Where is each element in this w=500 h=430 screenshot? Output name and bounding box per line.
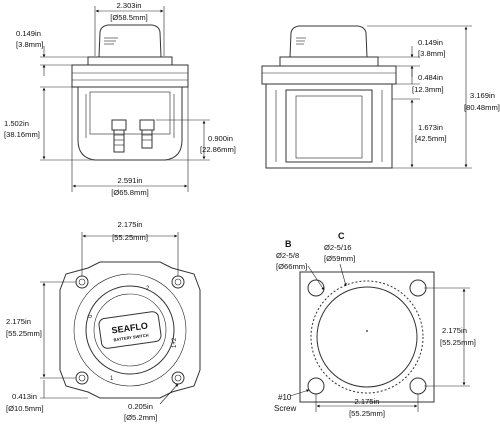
side-knob	[289, 25, 368, 58]
front-body	[77, 86, 183, 161]
front-width-bottom-in: 2.591in	[118, 176, 143, 185]
front-knob-height-mm: [3.8mm]	[16, 40, 43, 49]
top-height-in: 2.175in	[6, 317, 31, 326]
front-body-panel	[89, 91, 171, 135]
side-body-height-in: 1.673in	[418, 123, 443, 132]
brand-subtitle: BATTERY SWITCH	[113, 332, 149, 342]
front-knob-height-in: 0.149in	[16, 29, 41, 38]
screw-hole-icon	[307, 377, 325, 395]
screw-size-label: #10	[278, 393, 292, 402]
side-knob-height-in: 0.149in	[418, 38, 443, 47]
top-outline	[59, 261, 201, 399]
center-mark-icon	[366, 330, 368, 332]
mounting-hole-icon	[174, 374, 182, 382]
top-height-mm: [55.25mm]	[6, 329, 42, 338]
cutout-circle-c	[316, 286, 418, 388]
front-body-height-in: 1.502in	[4, 119, 29, 128]
mounting-hole-icon	[171, 275, 185, 289]
switch-position-label: 1+2	[172, 337, 178, 348]
cutout-circle-b	[310, 280, 424, 394]
top-mounting-ring	[73, 273, 187, 387]
side-total-height-in: 3.169in	[470, 91, 495, 100]
side-collar	[279, 56, 379, 67]
top-width-in: 2.175in	[118, 220, 143, 229]
cutout-view: B Ø2-5/8 [Ø66mm] C Ø2-5/16 [Ø59mm] 2.175…	[274, 231, 476, 418]
top-hole-dia-in: 0.205in	[128, 402, 153, 411]
screw-hole-icon	[409, 279, 427, 297]
mounting-hole-icon	[174, 278, 182, 286]
top-dial-inner	[93, 293, 167, 367]
cutout-width-mm: [55.25mm]	[349, 409, 385, 418]
top-dial-outer	[85, 285, 175, 375]
cutout-height-mm: [55.25mm]	[440, 338, 476, 347]
cutout-width-in: 2.175in	[355, 397, 380, 406]
side-total-height-mm: [80.48mm]	[464, 103, 500, 112]
leader-line	[159, 383, 179, 405]
cutout-dia-b-in: Ø2-5/8	[276, 251, 299, 260]
switch-position-label: 2	[146, 286, 150, 292]
front-flange	[71, 64, 189, 88]
front-knob	[98, 24, 162, 58]
front-body-height-mm: [38.16mm]	[4, 130, 40, 139]
cutout-dia-c-in: Ø2-5/16	[324, 243, 351, 252]
top-hole-offset-mm: [Ø10.5mm]	[6, 404, 44, 413]
side-bracket-inner	[295, 95, 363, 159]
side-flange-mm: [12.3mm]	[412, 85, 444, 94]
mounting-hole-icon	[75, 371, 89, 385]
side-view: 0.149in [3.8mm] 0.484in [12.3mm] 3.169in…	[261, 25, 500, 169]
top-view: SEAFLO BATTERY SWITCH 2 1+2 1 0 2.175in …	[6, 220, 201, 422]
top-hole-dia-mm: [Ø5.2mm]	[124, 413, 157, 422]
switch-position-label: 1	[110, 376, 114, 382]
switch-position-label: 0	[88, 314, 94, 318]
side-flange-in: 0.484in	[418, 73, 443, 82]
mounting-hole-icon	[78, 374, 86, 382]
front-stud-left	[111, 119, 127, 153]
side-flange	[261, 65, 397, 85]
top-width-mm: [55.25mm]	[112, 233, 148, 242]
screw-hole-icon	[409, 377, 427, 395]
front-collar	[87, 56, 173, 66]
front-stud-height-mm: [22.86mm]	[200, 145, 236, 154]
switch-lever: SEAFLO BATTERY SWITCH	[98, 311, 162, 349]
screw-label: Screw	[274, 404, 296, 413]
front-stud-height-in: 0.900in	[208, 134, 233, 143]
side-knob-height-mm: [3.8mm]	[418, 49, 445, 58]
cutout-height-in: 2.175in	[442, 326, 467, 335]
front-width-bottom-mm: [Ø65.8mm]	[111, 188, 149, 197]
side-bracket-outer	[285, 89, 373, 163]
mounting-hole-icon	[171, 371, 185, 385]
side-body	[265, 83, 393, 169]
leader-line	[339, 263, 347, 287]
leader-line	[289, 389, 310, 397]
cutout-label-b: B	[285, 239, 292, 249]
screw-hole-icon	[307, 279, 325, 297]
front-width-top-in: 2.303in	[117, 1, 142, 10]
front-stud-right	[139, 119, 155, 149]
cutout-dia-b-mm: [Ø66mm]	[276, 262, 307, 271]
front-view: 2.303in [Ø58.5mm] 0.149in [3.8mm] 1.502i…	[4, 1, 236, 197]
top-hole-offset-in: 0.413in	[12, 392, 37, 401]
cutout-dia-c-mm: [Ø59mm]	[324, 254, 355, 263]
leader-line	[307, 265, 325, 291]
front-width-top-mm: [Ø58.5mm]	[110, 13, 148, 22]
cutout-label-c: C	[338, 231, 345, 241]
mounting-hole-icon	[75, 275, 89, 289]
cutout-square	[299, 271, 435, 403]
mounting-hole-icon	[78, 278, 86, 286]
side-body-height-mm: [42.5mm]	[415, 134, 447, 143]
